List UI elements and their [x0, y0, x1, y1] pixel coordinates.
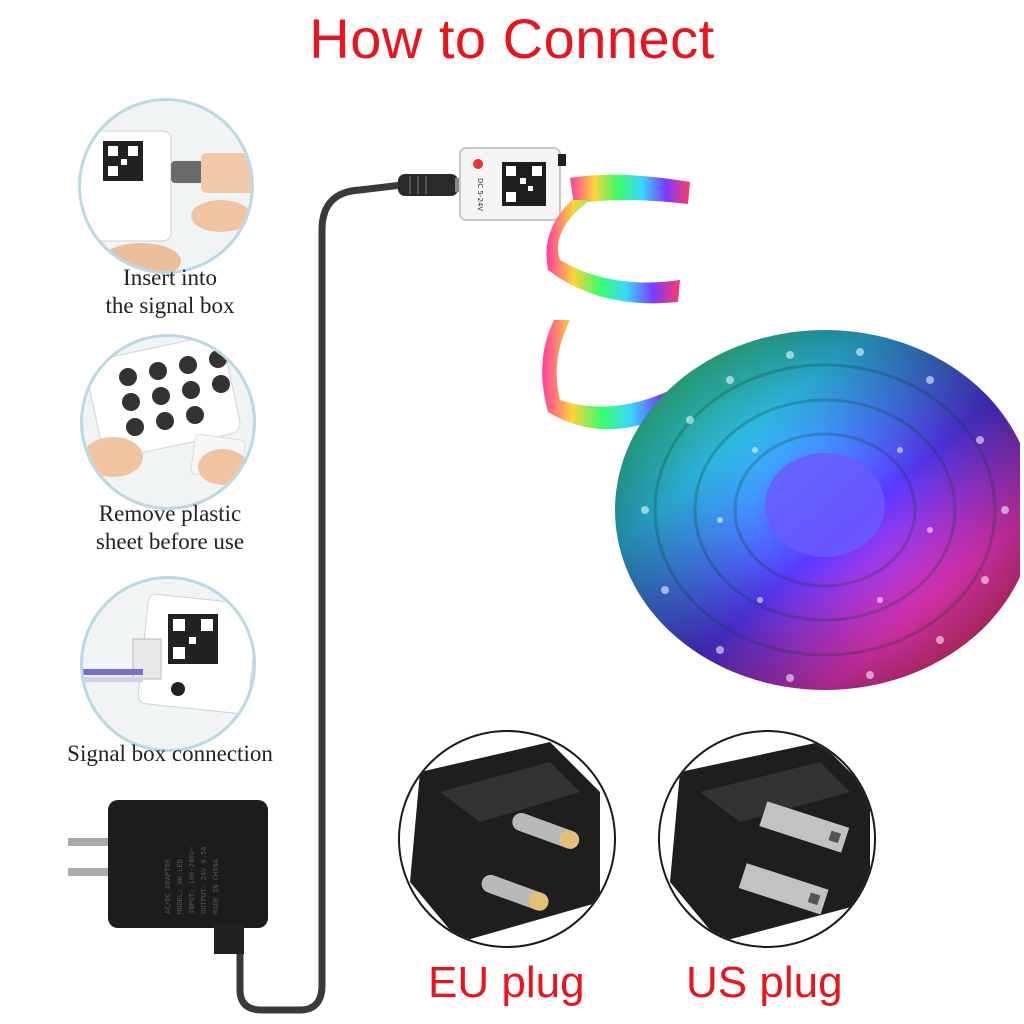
us-plug-label: US plug — [686, 958, 843, 1007]
step-insert-caption-line1: Insert into — [123, 265, 217, 290]
us-plug-icon — [670, 742, 870, 942]
us-plug-image — [658, 730, 876, 948]
eu-plug-icon — [410, 742, 600, 942]
signal-box: DC 5-24V — [458, 146, 566, 224]
step-signal-caption-line1: Signal box connection — [67, 741, 273, 766]
step-remove-caption-line1: Remove plastic — [98, 501, 242, 526]
dc-plug-into-box-icon — [81, 130, 251, 271]
step-insert-caption-line2: the signal box — [105, 293, 235, 318]
box-voltage-text: DC 5-24V — [476, 178, 484, 211]
step-signal-box-image — [80, 576, 256, 752]
step-remove-caption-line2: sheet before use — [95, 529, 245, 554]
page-title: How to Connect — [309, 7, 715, 70]
adapter-line4: OUTPUT: 24V 0.5A — [200, 846, 208, 914]
step-signal-caption: Signal box connection — [30, 740, 310, 768]
adapter-line1: AC/DC ADAPTOR — [164, 858, 172, 914]
adapter-line3: INPUT: 100-240V~ — [188, 847, 196, 914]
step-insert-image — [78, 98, 254, 274]
adapter-line2: MODEL: HK-LED — [176, 859, 184, 914]
eu-plug-image — [398, 730, 616, 948]
power-adapter: AC/DC ADAPTOR MODEL: HK-LED INPUT: 100-2… — [64, 800, 274, 960]
step-insert-caption: Insert into the signal box — [60, 264, 280, 320]
eu-plug-label: EU plug — [428, 958, 585, 1007]
led-strip-reel — [540, 160, 1020, 720]
step-remove-caption: Remove plastic sheet before use — [50, 500, 290, 556]
signal-box-connector-icon — [83, 593, 253, 715]
remote-control-icon — [83, 337, 248, 485]
adapter-line5: MADE IN CHINA — [212, 858, 220, 914]
step-remove-sheet-image — [80, 334, 256, 510]
